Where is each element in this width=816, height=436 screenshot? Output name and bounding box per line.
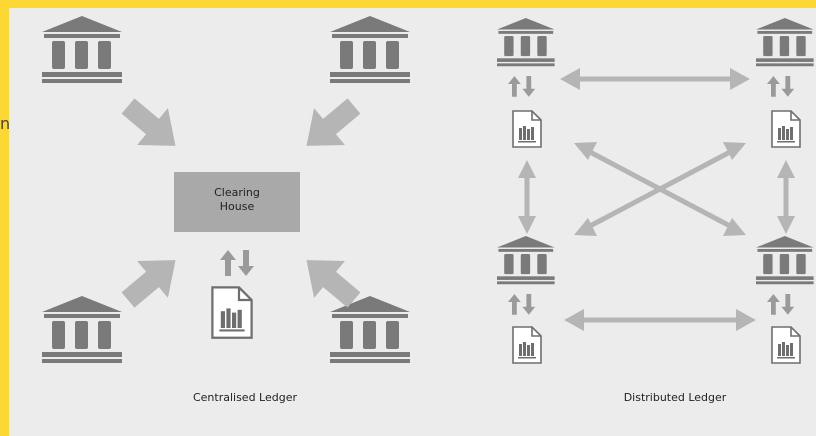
sync-arrows-icon-top-left xyxy=(508,76,536,97)
bank-icon-bottom-right xyxy=(330,296,410,363)
bank-icon-top-right xyxy=(330,16,410,83)
cropped-text-fragment: n xyxy=(0,114,11,133)
sync-arrows-icon-bottom-right xyxy=(767,294,795,315)
ledger-document-icon-top-right xyxy=(771,110,801,148)
centralised-ledger-section xyxy=(42,16,410,363)
clearing-house-label: Clearing House xyxy=(174,186,300,214)
bank-icon-top-left xyxy=(42,16,122,83)
double-arrow-right-vertical xyxy=(777,160,795,234)
arrow-bottom-left-to-center xyxy=(112,241,191,319)
bank-icon-node-bottom-right xyxy=(756,236,814,285)
bank-icon-node-top-left xyxy=(497,18,555,67)
ledger-document-icon-bottom-left xyxy=(512,326,542,364)
caption-centralised-ledger: Centralised Ledger xyxy=(192,391,298,404)
sync-arrows-icon xyxy=(220,250,254,276)
ledger-document-icon-top-left xyxy=(512,110,542,148)
distributed-ledger-section xyxy=(497,18,814,364)
central-ledger-document-icon xyxy=(211,286,253,339)
caption-distributed-ledger: Distributed Ledger xyxy=(623,391,727,404)
ledger-document-icon-bottom-right xyxy=(771,326,801,364)
sync-arrows-icon-bottom-left xyxy=(508,294,536,315)
arrow-top-right-to-center xyxy=(291,87,370,165)
double-arrow-bottom xyxy=(564,309,756,331)
arrow-top-left-to-center xyxy=(112,87,191,165)
bank-icon-node-top-right xyxy=(756,18,814,67)
clearing-house-box xyxy=(174,172,300,232)
double-arrow-diagonal-up xyxy=(574,142,746,236)
double-arrow-top xyxy=(560,68,750,90)
bank-icon-node-bottom-left xyxy=(497,236,555,285)
sync-arrows-icon-top-right xyxy=(767,76,795,97)
double-arrow-left-vertical xyxy=(518,160,536,234)
bank-icon-bottom-left xyxy=(42,296,122,363)
clearing-house-label-line1: Clearing xyxy=(214,186,260,199)
clearing-house-label-line2: House xyxy=(219,200,255,213)
